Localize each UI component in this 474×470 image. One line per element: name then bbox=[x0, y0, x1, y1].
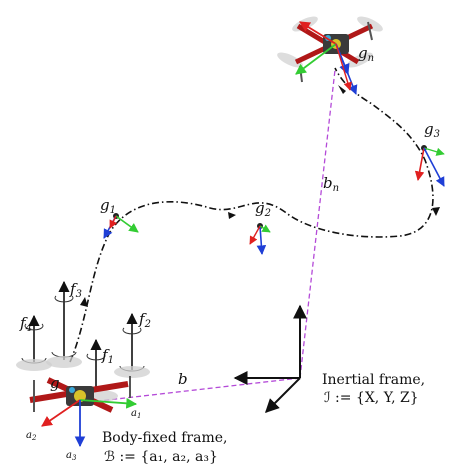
link-b bbox=[89, 377, 301, 403]
label-f2: f2 bbox=[138, 310, 151, 330]
inertial-frame-definition: ℐ := {X, Y, Z} bbox=[324, 390, 419, 406]
body-frame-title: Body-fixed frame, bbox=[102, 430, 227, 446]
label-bn: bn bbox=[323, 174, 339, 194]
link-bn bbox=[299, 69, 336, 379]
label-gn: gn bbox=[358, 44, 374, 64]
label-g1: g1 bbox=[100, 196, 116, 216]
thrust-arrows bbox=[21, 280, 145, 392]
waypoint-g2 bbox=[249, 223, 271, 255]
label-f3: f3 bbox=[69, 280, 82, 300]
label-a2: a2 bbox=[26, 430, 37, 442]
inertial-frame-title: Inertial frame, bbox=[322, 372, 425, 388]
trajectory-arrow bbox=[228, 212, 236, 219]
label-g: g bbox=[50, 374, 60, 392]
trajectory-curve bbox=[69, 67, 434, 363]
label-g2: g2 bbox=[255, 199, 271, 219]
label-a3: a3 bbox=[66, 450, 77, 462]
label-b: b bbox=[178, 370, 188, 388]
label-a1: a1 bbox=[131, 408, 141, 420]
label-g3: g3 bbox=[424, 120, 440, 140]
trajectory-arrow bbox=[432, 207, 440, 216]
quadrotor-body bbox=[16, 356, 150, 448]
inertial-frame-axes bbox=[233, 304, 307, 413]
label-f4: f4 bbox=[19, 314, 32, 334]
trajectory-arrow bbox=[80, 297, 88, 307]
trajectory-arrow bbox=[338, 85, 346, 94]
quadrotor-gn bbox=[277, 16, 383, 95]
waypoint-g3 bbox=[414, 145, 445, 187]
label-f1: f1 bbox=[101, 346, 114, 366]
body-frame-definition: ℬ := {a₁, a₂, a₃} bbox=[104, 449, 218, 465]
waypoint-g1 bbox=[103, 213, 139, 239]
